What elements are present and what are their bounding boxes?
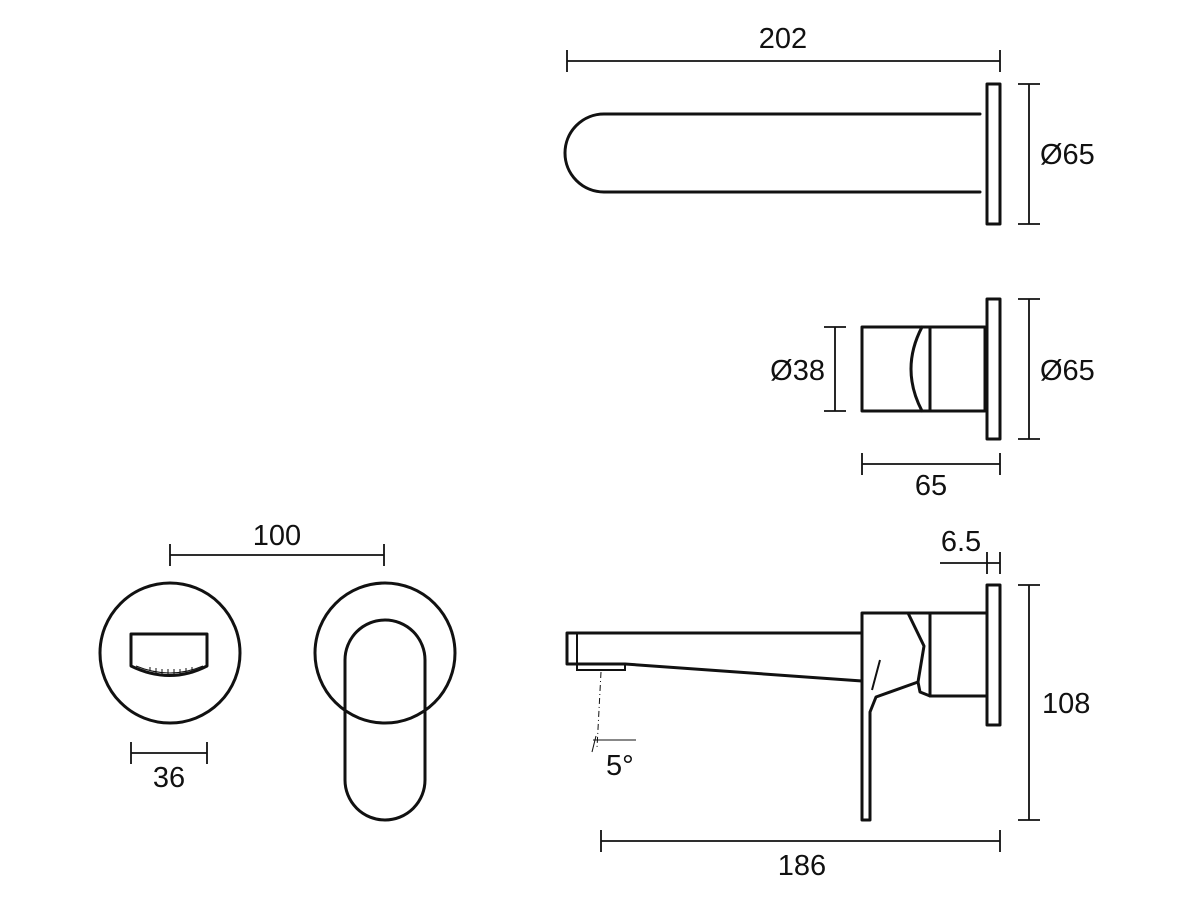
assembly-length-label: 186 — [778, 850, 826, 882]
plate-spacing-dimension — [169, 544, 385, 566]
plate-thickness-label: 6.5 — [941, 526, 981, 558]
assembly-side-view — [565, 583, 1002, 822]
spray-angle-indicator — [591, 735, 636, 753]
spout-plate-diameter-dimension — [1018, 83, 1040, 225]
plate-spacing-label: 100 — [253, 520, 301, 552]
spout-length-label: 202 — [759, 23, 807, 55]
handle-diameter-dimension — [824, 326, 846, 412]
handle-plate-diameter-dimension — [1018, 298, 1040, 440]
assembly-length-dimension — [600, 830, 1001, 852]
handle-front-view — [313, 581, 457, 822]
handle-diameter-label: Ø38 — [770, 355, 825, 387]
aerator-width-dimension — [130, 742, 208, 764]
spout-top-view — [563, 82, 1002, 226]
spout-plate-diameter-label: Ø65 — [1040, 139, 1095, 171]
handle-depth-label: 65 — [915, 470, 947, 502]
plate-thickness-dimension — [940, 552, 1001, 574]
handle-plate-diameter-label: Ø65 — [1040, 355, 1095, 387]
assembly-height-dimension — [1018, 584, 1040, 821]
aerator-width-label: 36 — [153, 762, 185, 794]
spout-length-dimension — [566, 50, 1001, 72]
spout-front-view — [98, 581, 242, 725]
spray-angle-label: 5° — [606, 750, 634, 782]
handle-depth-dimension — [861, 453, 1001, 475]
handle-side-view — [860, 297, 1002, 441]
assembly-height-label: 108 — [1042, 688, 1090, 720]
